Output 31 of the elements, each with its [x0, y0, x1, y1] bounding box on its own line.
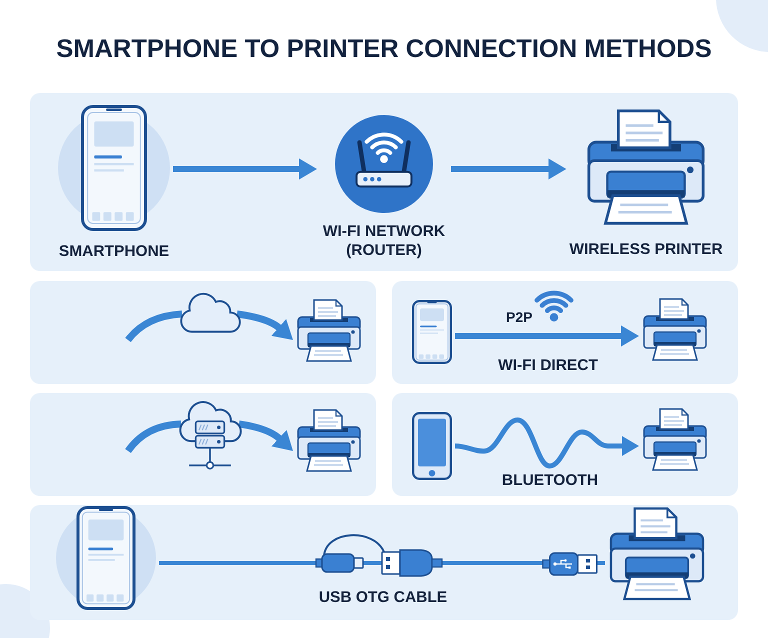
node-label: SMARTPHONE — [58, 243, 170, 262]
smartphone-icon — [412, 412, 452, 480]
arrow — [455, 325, 639, 347]
panel — [30, 93, 738, 271]
smartphone-icon — [56, 506, 156, 610]
wavy-arrow — [454, 418, 639, 468]
smartphone-icon — [412, 300, 452, 364]
panel-caption: USB OTG CABLE — [318, 588, 448, 608]
printer-icon — [608, 507, 706, 602]
title: SMARTPHONE TO PRINTER CONNECTION METHODS — [56, 34, 712, 65]
curved-line — [125, 420, 182, 454]
printer-icon — [296, 409, 362, 473]
printer-icon — [642, 408, 708, 472]
panel — [392, 281, 738, 384]
cloud-server-icon — [177, 398, 243, 470]
curved-line — [125, 310, 182, 342]
cloud-icon — [178, 290, 242, 334]
curved-arrow — [238, 420, 294, 450]
node-label: WIRELESS PRINTER — [569, 241, 723, 260]
node-label: WI-FI NETWORK (ROUTER) — [322, 223, 446, 260]
printer-icon — [296, 299, 362, 363]
printer-icon — [642, 298, 708, 362]
panel-caption: WI-FI DIRECT — [498, 356, 598, 376]
panel — [30, 505, 738, 620]
panel — [30, 281, 376, 384]
panel — [30, 393, 376, 496]
arrow — [451, 158, 566, 180]
panel — [392, 393, 738, 496]
curved-arrow — [236, 310, 294, 340]
panel-caption: BLUETOOTH — [502, 472, 598, 490]
arrow — [173, 158, 317, 180]
